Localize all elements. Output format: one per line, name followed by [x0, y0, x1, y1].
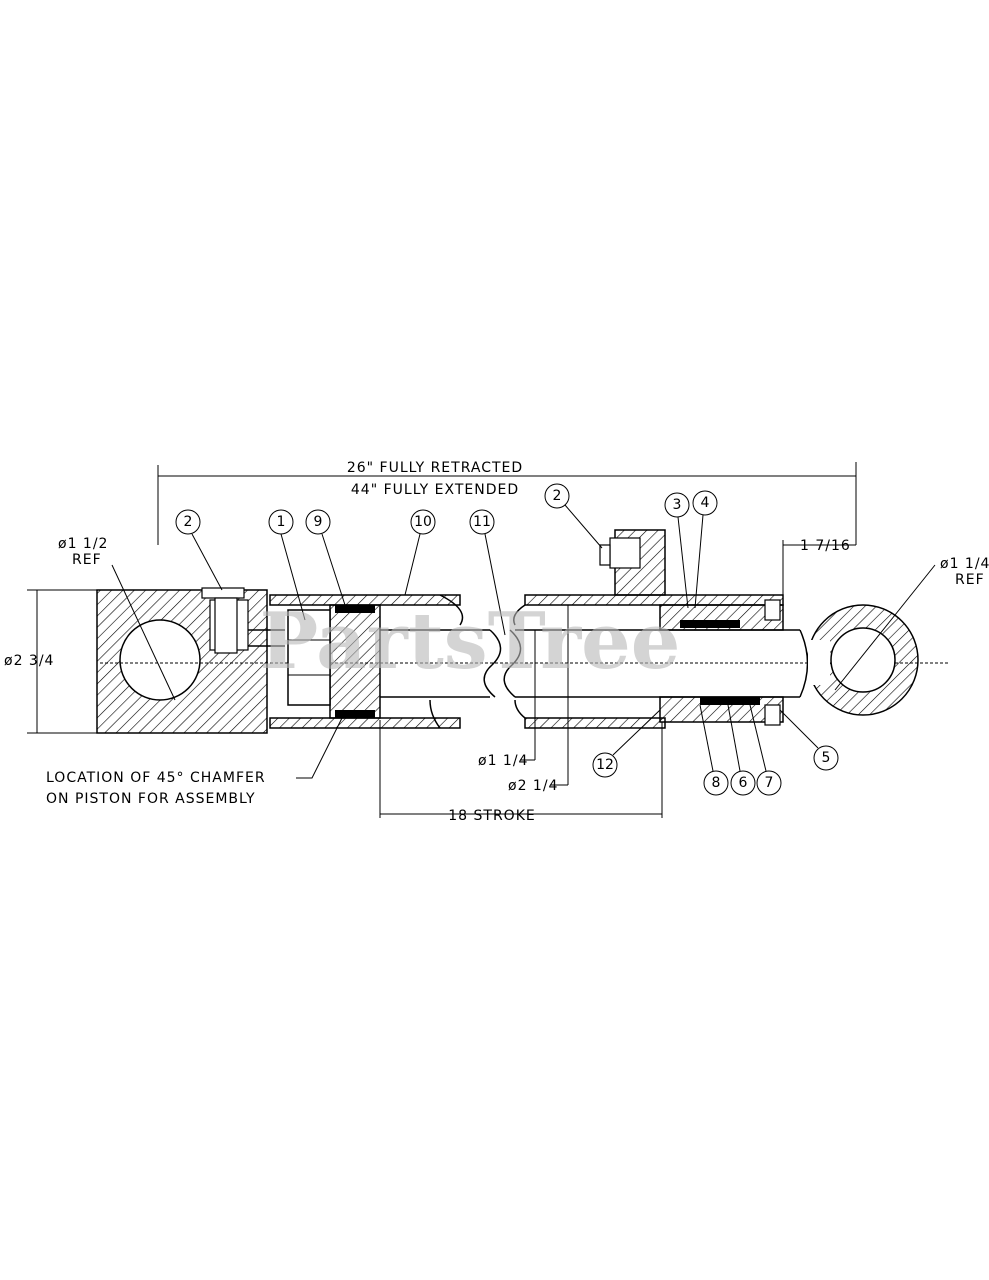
stroke-label: 18 STROKE — [448, 808, 535, 824]
callout-3: 3 — [664, 492, 690, 609]
svg-text:4: 4 — [701, 495, 710, 511]
left-pin-dimension: ø1 1/2 REF — [58, 536, 176, 701]
left-fitting — [201, 587, 245, 654]
svg-text:11: 11 — [473, 514, 491, 530]
svg-text:12: 12 — [596, 757, 614, 773]
body-diameter-dimension: ø2 3/4 — [4, 589, 97, 734]
right-pin-ref-label: REF — [955, 572, 985, 588]
stroke-dimension: 18 STROKE — [379, 720, 663, 824]
rod-eye — [807, 604, 919, 716]
svg-text:5: 5 — [822, 750, 831, 766]
piston-nut — [287, 609, 331, 706]
retracted-length-label: 26" FULLY RETRACTED — [347, 460, 523, 476]
assembly-note: LOCATION OF 45° CHAMFER ON PISTON FOR AS… — [46, 711, 346, 807]
callout-5: 5 — [779, 709, 839, 771]
right-fitting — [599, 529, 666, 596]
callout-4: 4 — [692, 490, 718, 609]
note-line-2: ON PISTON FOR ASSEMBLY — [46, 791, 256, 807]
svg-text:6: 6 — [739, 775, 748, 791]
watermark: PartsTree — [260, 596, 681, 687]
piston — [329, 604, 381, 719]
callout-12: 12 — [592, 709, 661, 778]
rod-bore-dimensions: ø1 1/4 ø2 1/4 — [478, 605, 569, 794]
end-offset-dimension: 1 7/16 — [782, 538, 856, 595]
callout-7: 7 — [749, 704, 782, 796]
callout-balloons: 2 1 9 10 11 2 3 — [175, 483, 839, 796]
svg-text:2: 2 — [553, 488, 562, 504]
svg-text:3: 3 — [673, 497, 682, 513]
callout-11: 11 — [469, 509, 506, 636]
svg-text:1: 1 — [277, 514, 286, 530]
end-offset-label: 1 7/16 — [800, 538, 851, 554]
right-pin-dia-label: ø1 1/4 — [940, 556, 989, 572]
svg-text:10: 10 — [414, 514, 432, 530]
svg-text:2: 2 — [184, 514, 193, 530]
callout-8: 8 — [699, 704, 729, 796]
gland — [659, 599, 784, 726]
callout-10: 10 — [404, 509, 436, 596]
svg-text:8: 8 — [712, 775, 721, 791]
rod-diameter-label: ø1 1/4 — [478, 753, 528, 769]
base-clevis-block — [96, 589, 285, 734]
callout-6: 6 — [727, 704, 756, 796]
body-diameter-label: ø2 3/4 — [4, 653, 54, 669]
callout-1: 1 — [268, 509, 306, 621]
left-pin-dia-label: ø1 1/2 — [58, 536, 108, 552]
svg-text:9: 9 — [314, 514, 323, 530]
cylinder-barrel-left — [269, 594, 464, 729]
callout-9: 9 — [305, 509, 346, 606]
callout-2-left: 2 — [175, 509, 223, 591]
left-pin-ref-label: REF — [72, 552, 102, 568]
right-pin-dimension: ø1 1/4 REF — [834, 556, 989, 691]
callout-2-right: 2 — [544, 483, 603, 549]
note-line-1: LOCATION OF 45° CHAMFER — [46, 770, 266, 786]
bore-diameter-label: ø2 1/4 — [508, 778, 558, 794]
overall-dimension: 26" FULLY RETRACTED 44" FULLY EXTENDED — [157, 460, 857, 545]
svg-text:7: 7 — [765, 775, 774, 791]
extended-length-label: 44" FULLY EXTENDED — [351, 482, 519, 498]
